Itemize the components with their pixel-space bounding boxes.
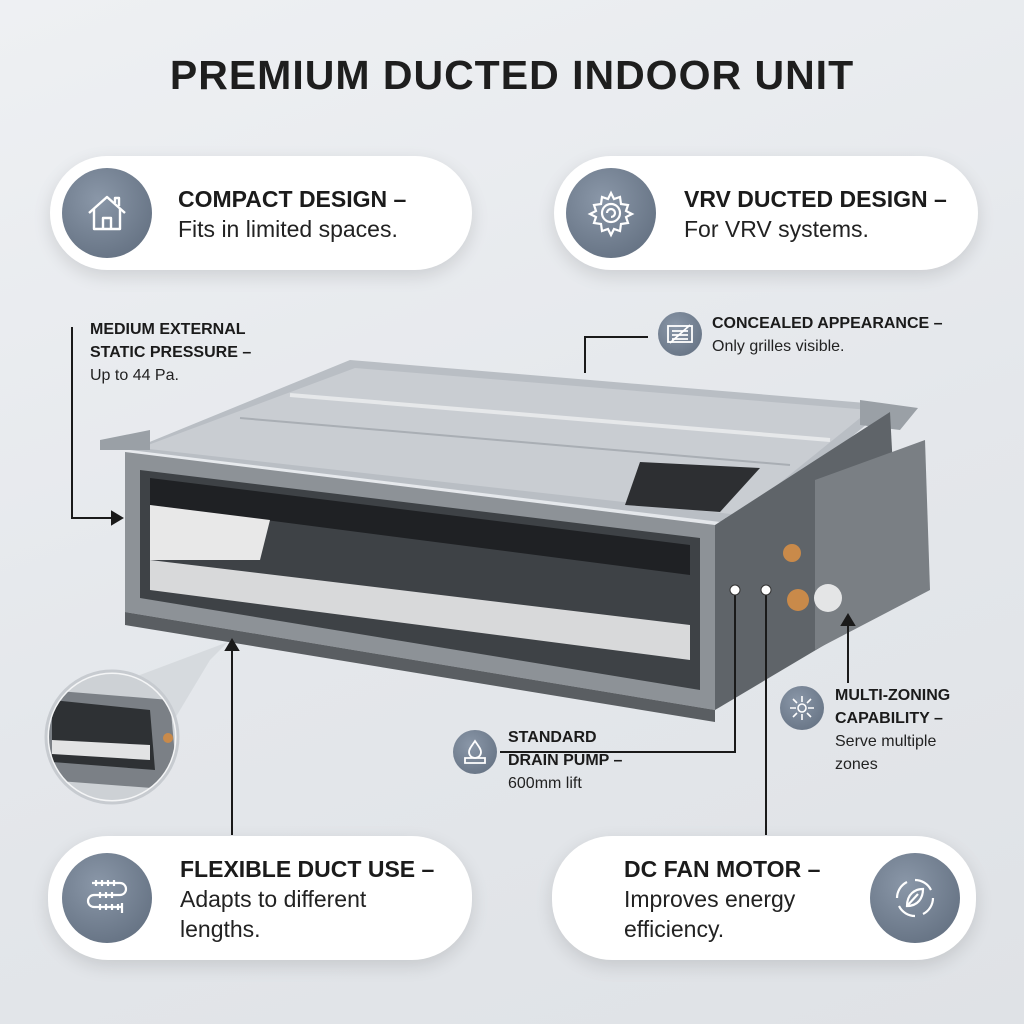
feature-compact-design: COMPACT DESIGN – Fits in limited spaces.: [50, 156, 472, 270]
grille-icon: [658, 312, 702, 356]
dcfan-heading: DC FAN MOTOR –: [624, 856, 821, 882]
dcfan-text-line1: Improves energy: [624, 886, 796, 912]
drain-pump-icon: [453, 730, 497, 774]
house-icon: [62, 168, 152, 258]
flexible-text-line1: Adapts to different: [180, 886, 367, 912]
compact-text: Fits in limited spaces.: [178, 216, 398, 242]
gear-icon: [566, 168, 656, 258]
callout-multi-zoning: MULTI-ZONING CAPABILITY – Serve multiple…: [835, 687, 951, 773]
zoning-icon: [780, 686, 824, 730]
feature-dc-fan-motor: DC FAN MOTOR – Improves energy efficienc…: [552, 836, 976, 960]
dcfan-text-line2: efficiency.: [624, 916, 725, 942]
flexible-heading: FLEXIBLE DUCT USE –: [180, 856, 435, 882]
vrv-text: For VRV systems.: [684, 216, 869, 242]
callout-drain-pump: STANDARD DRAIN PUMP – 600mm lift: [508, 729, 623, 792]
callout-concealed-appearance: CONCEALED APPEARANCE – Only grilles visi…: [712, 315, 943, 355]
flexible-duct-icon: [62, 853, 152, 943]
vrv-heading: VRV DUCTED DESIGN –: [684, 186, 947, 212]
page-title: PREMIUM DUCTED INDOOR UNIT: [169, 52, 855, 98]
flexible-text-line2: lengths.: [180, 916, 261, 942]
feature-vrv-ducted-design: VRV DUCTED DESIGN – For VRV systems.: [554, 156, 978, 270]
leaf-icon: [870, 853, 960, 943]
callout-static-pressure: MEDIUM EXTERNAL STATIC PRESSURE – Up to …: [90, 321, 252, 384]
feature-flexible-duct-use: FLEXIBLE DUCT USE – Adapts to different …: [48, 836, 472, 960]
compact-heading: COMPACT DESIGN –: [178, 186, 407, 212]
